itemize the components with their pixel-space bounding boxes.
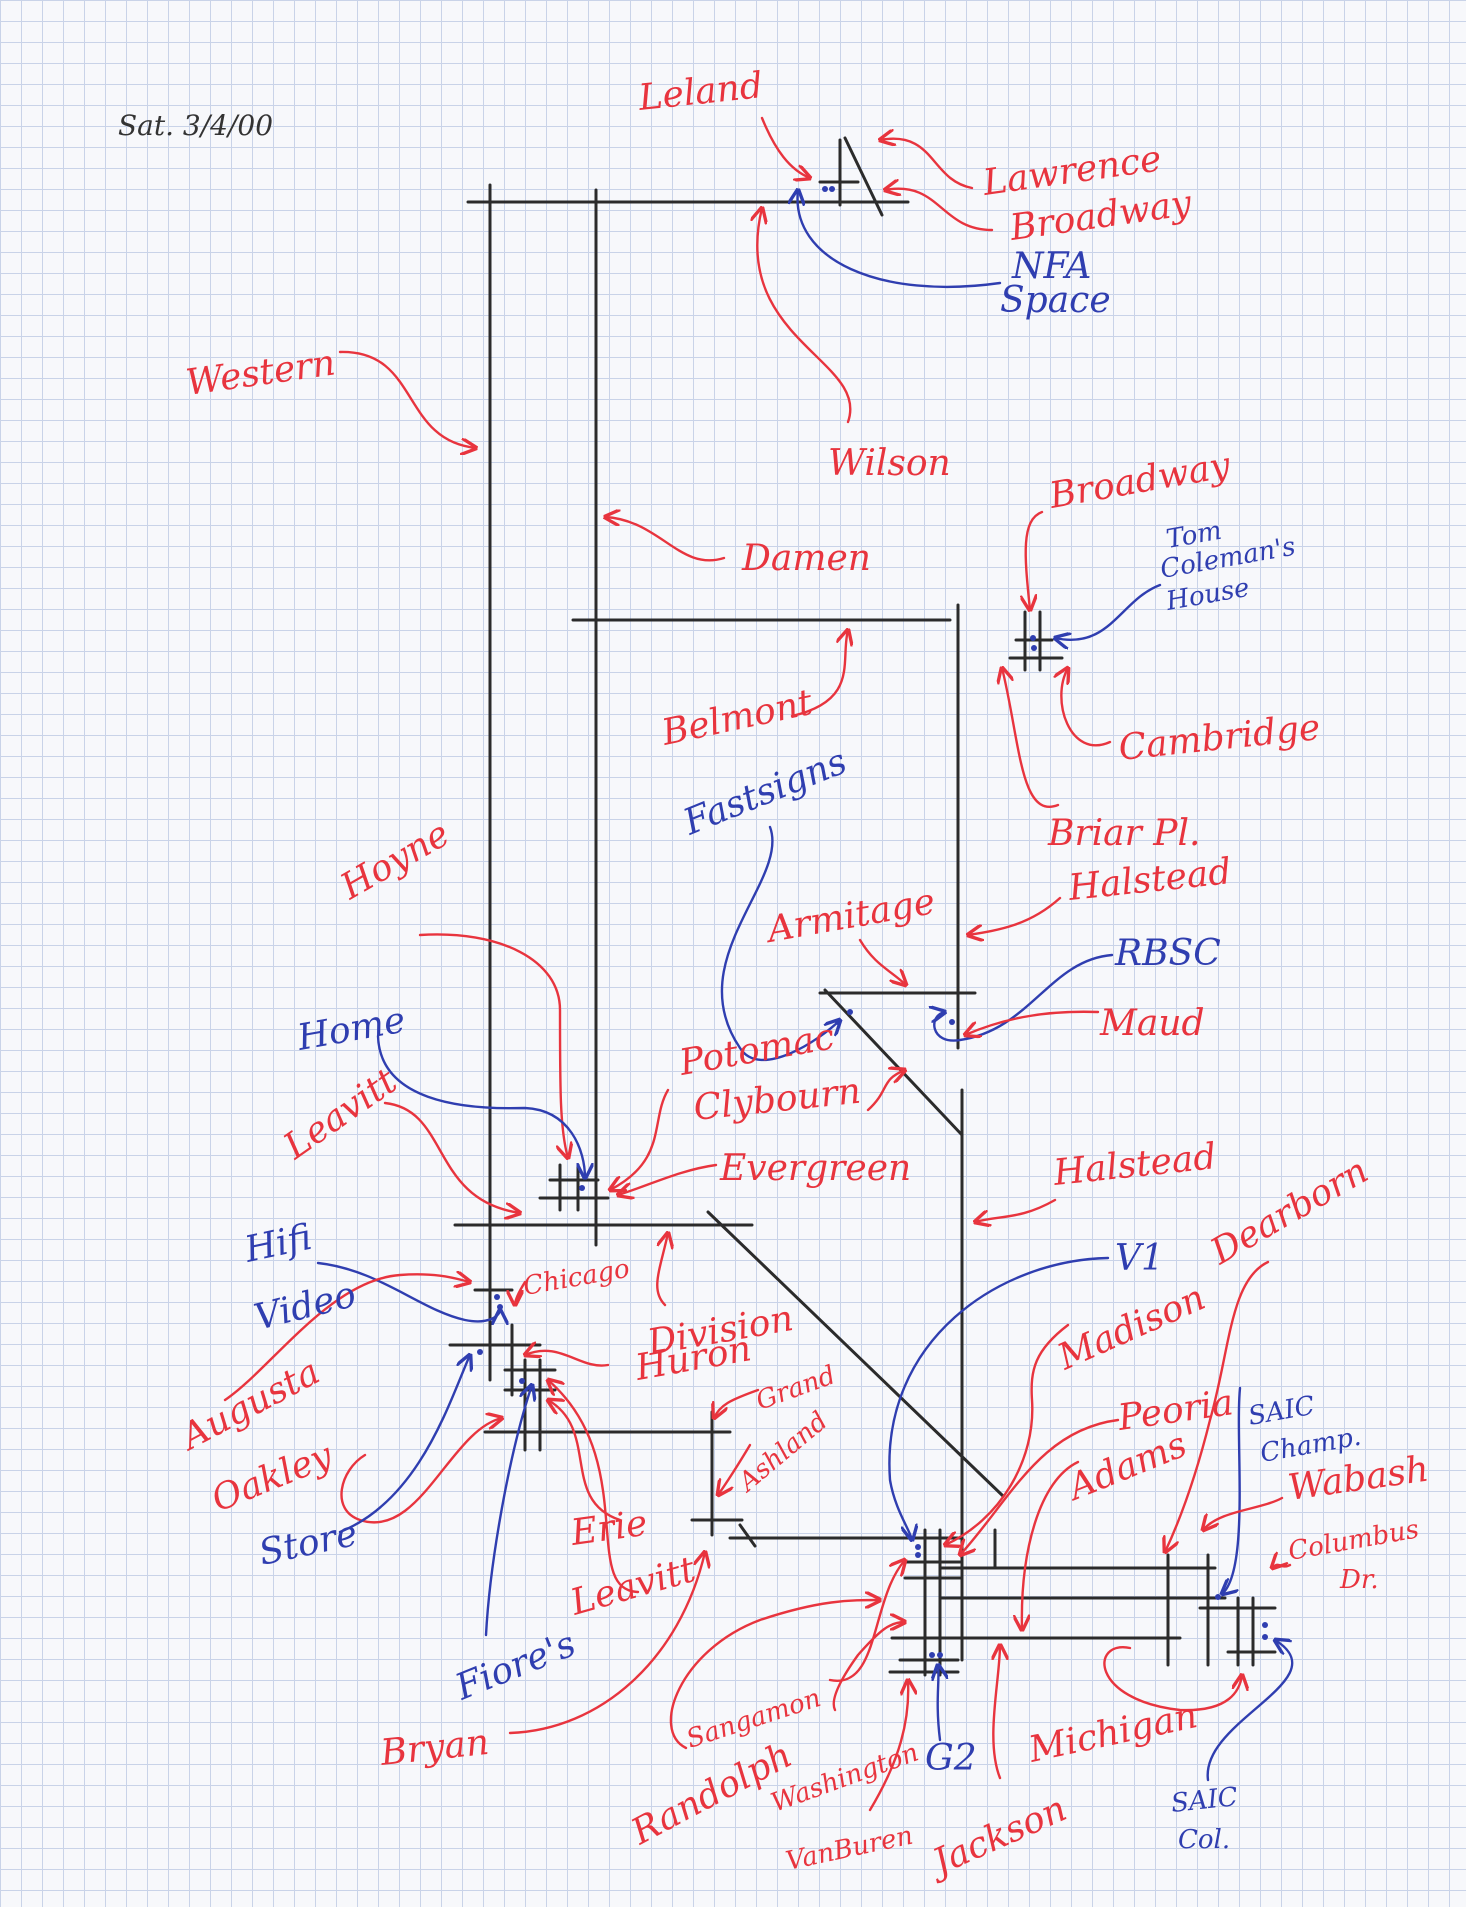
label-fiores: Fiore's: [449, 1623, 581, 1708]
label-v1: V1: [1115, 1238, 1164, 1279]
label-chicago: Chicago: [521, 1254, 632, 1302]
label-western: Western: [184, 342, 338, 403]
tom-colemans-dot: [1030, 635, 1036, 641]
hifi-dot: [494, 1294, 500, 1300]
label-vanburen: VanBuren: [783, 1821, 915, 1877]
home-dot: [579, 1185, 585, 1191]
label-halstead-top: Halstead: [1066, 851, 1234, 909]
label-clybourn: Clybourn: [692, 1071, 863, 1129]
label-sangamon: Sangamon: [683, 1683, 825, 1755]
label-hifi-2: Video: [250, 1274, 360, 1339]
label-erie: Erie: [568, 1503, 650, 1554]
store-dot: [477, 1349, 483, 1355]
label-saic-champ-1: SAIC: [1246, 1391, 1317, 1432]
label-dearborn: Dearborn: [1203, 1150, 1375, 1273]
tom-colemans-dot-2: [1031, 645, 1037, 651]
v1-dot-2: [915, 1552, 921, 1558]
label-maud: Maud: [1099, 1003, 1205, 1044]
label-nfa-space-1: NFA: [1011, 246, 1091, 287]
nfa-space-dot-2: [829, 186, 835, 192]
label-ashland: Ashland: [732, 1406, 834, 1498]
saic-champ-dot: [1215, 1594, 1221, 1600]
nfa-space-dot: [822, 186, 828, 192]
label-leavitt-bottom: Leavitt: [565, 1549, 700, 1624]
v1-dot: [915, 1544, 921, 1550]
saic-col-dot-2: [1262, 1634, 1268, 1640]
label-washington: Washington: [767, 1738, 923, 1819]
label-belmont: Belmont: [657, 682, 816, 754]
rbsc-dot: [949, 1019, 955, 1025]
labels: Leland Lawrence Broadway NFA Space Weste…: [172, 65, 1431, 1886]
label-evergreen: Evergreen: [719, 1148, 911, 1189]
label-arrows: [223, 116, 1294, 1812]
label-leavitt-top: Leavitt: [276, 1060, 405, 1168]
label-potomac: Potomac: [675, 1016, 837, 1084]
street-broadway-top: [843, 136, 884, 217]
label-saic-col-2: Col.: [1178, 1825, 1230, 1855]
label-hifi-1: Hifi: [240, 1217, 315, 1271]
place-dots: [477, 186, 1268, 1658]
label-saic-col-1: SAIC: [1170, 1782, 1240, 1819]
fiores-dot: [519, 1378, 525, 1384]
label-oakley: Oakley: [206, 1435, 339, 1520]
g2-dot-2: [937, 1652, 943, 1658]
label-damen: Damen: [741, 538, 871, 579]
label-bryan: Bryan: [378, 1722, 491, 1774]
label-g2: G2: [925, 1738, 977, 1779]
saic-col-dot: [1262, 1622, 1268, 1628]
label-jackson: Jackson: [921, 1788, 1073, 1886]
fastsigns-dot: [847, 1009, 853, 1015]
label-briar-pl: Briar Pl.: [1047, 813, 1200, 854]
label-madison: Madison: [1051, 1277, 1211, 1378]
label-columbus-2: Dr.: [1339, 1565, 1379, 1595]
label-home: Home: [293, 1000, 408, 1059]
label-michigan: Michigan: [1024, 1695, 1201, 1771]
label-leland: Leland: [636, 65, 765, 119]
street-clybourn: [823, 988, 964, 1137]
label-armitage: Armitage: [761, 881, 938, 951]
street-division-diag: [706, 1210, 1005, 1498]
label-store: Store: [255, 1513, 361, 1574]
label-columbus-1: Columbus: [1286, 1514, 1421, 1566]
label-hoyne: Hoyne: [333, 813, 456, 908]
label-nfa-space-2: Space: [1000, 280, 1111, 321]
street-bryan-diag: [738, 1523, 757, 1548]
label-wilson: Wilson: [828, 443, 951, 484]
label-rbsc: RBSC: [1114, 933, 1221, 974]
date-label: Sat. 3/4/00: [118, 109, 273, 142]
label-broadway-mid: Broadway: [1045, 445, 1233, 517]
label-fastsigns: Fastsigns: [677, 741, 852, 844]
label-cambridge: Cambridge: [1117, 707, 1322, 769]
g2-dot: [929, 1652, 935, 1658]
label-grand: Grand: [752, 1360, 839, 1416]
label-halstead-bottom: Halstead: [1051, 1136, 1219, 1194]
